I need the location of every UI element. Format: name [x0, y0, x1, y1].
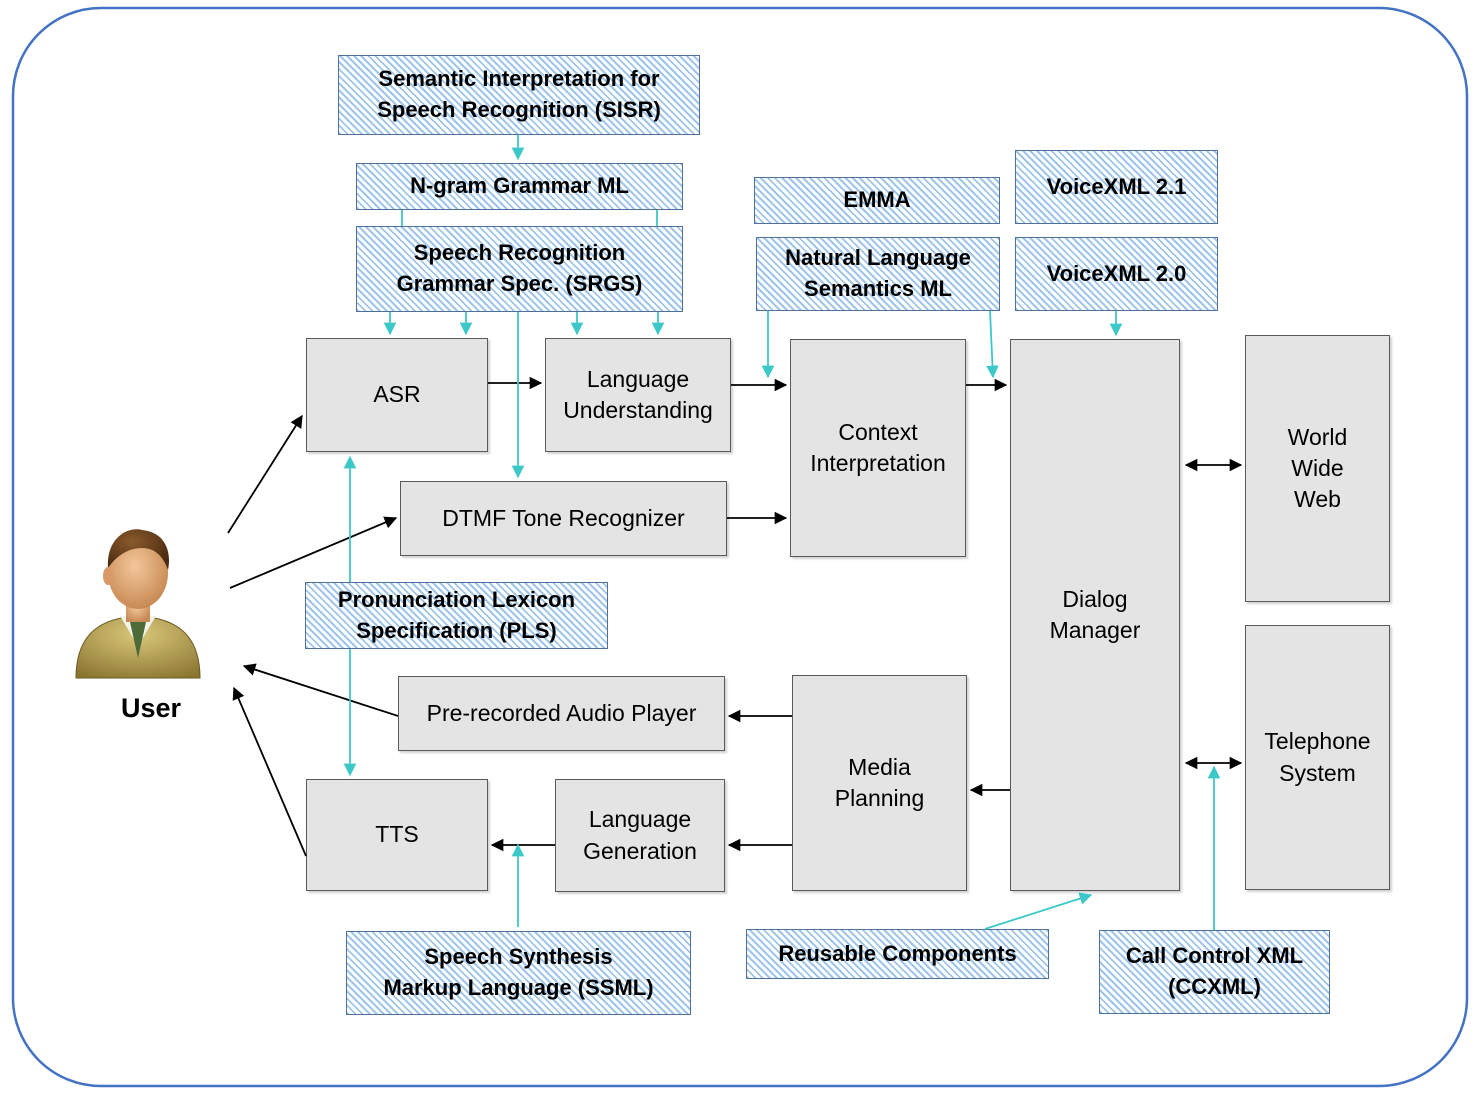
standard-nlsml-line1: Natural Language [785, 245, 971, 271]
component-www-line3: Web [1294, 486, 1341, 513]
standard-ccxml: Call Control XML (CCXML) [1099, 930, 1330, 1014]
standard-ngram: N-gram Grammar ML [356, 163, 683, 210]
standard-vxml21-label: VoiceXML 2.1 [1046, 173, 1187, 199]
arrow-reusable-to-dm [984, 892, 1093, 930]
component-dialog-manager-line1: Dialog [1062, 585, 1128, 612]
arrow-audio-to-user [242, 663, 399, 717]
component-dtmf: DTMF Tone Recognizer [400, 481, 727, 556]
standard-reusable: Reusable Components [746, 929, 1049, 979]
component-context-interpretation-line1: Context [838, 418, 918, 445]
component-tts: TTS [306, 779, 488, 891]
component-www-line2: Wide [1291, 454, 1344, 481]
standard-sisr: Semantic Interpretation for Speech Recog… [338, 55, 700, 135]
component-media-planning-line2: Planning [834, 785, 925, 811]
arrow-tts-to-user [232, 686, 307, 857]
component-asr-label: ASR [373, 381, 421, 408]
component-audio-player-label: Pre-recorded Audio Player [426, 699, 697, 726]
component-context-interpretation: Context Interpretation [790, 339, 966, 557]
component-dialog-manager-line2: Manager [1049, 617, 1141, 643]
standard-srgs-line1: Speech Recognition [413, 240, 626, 266]
component-media-planning: Media Planning [792, 675, 967, 891]
standard-srgs: Speech Recognition Grammar Spec. (SRGS) [356, 226, 683, 312]
component-dialog-manager: Dialog Manager [1010, 339, 1180, 891]
component-dtmf-label: DTMF Tone Recognizer [442, 504, 685, 531]
user-label: User [120, 693, 182, 723]
standard-ssml-line2: Markup Language (SSML) [383, 975, 654, 1000]
standard-vxml21: VoiceXML 2.1 [1015, 150, 1218, 224]
standard-nlsml-line2: Semantics ML [804, 276, 952, 301]
standard-emma-label: EMMA [843, 187, 911, 213]
standard-ngram-label: N-gram Grammar ML [410, 173, 629, 199]
component-language-understanding: Language Understanding [545, 338, 731, 452]
component-language-generation-line2: Generation [583, 837, 697, 864]
standard-vxml20-label: VoiceXML 2.0 [1046, 260, 1187, 286]
standard-reusable-label: Reusable Components [778, 940, 1017, 966]
arrow-nlsml-to-dm [986, 310, 999, 379]
standard-pls: Pronunciation Lexicon Specification (PLS… [305, 582, 608, 649]
component-context-interpretation-line2: Interpretation [810, 450, 946, 476]
standard-pls-line1: Pronunciation Lexicon [337, 586, 576, 612]
standard-nlsml: Natural Language Semantics ML [756, 237, 1000, 311]
component-language-generation: Language Generation [555, 779, 725, 892]
component-telephone-line2: System [1279, 759, 1356, 786]
standard-sisr-line1: Semantic Interpretation for [378, 66, 660, 92]
component-language-understanding-line2: Understanding [563, 397, 713, 423]
standard-pls-line2: Specification (PLS) [356, 617, 557, 643]
standard-ccxml-line1: Call Control XML [1125, 943, 1304, 969]
component-telephone-line1: Telephone [1264, 728, 1371, 755]
standard-sisr-line2: Speech Recognition (SISR) [377, 97, 661, 122]
standard-ssml: Speech Synthesis Markup Language (SSML) [346, 931, 691, 1015]
component-language-generation-line1: Language [588, 806, 692, 833]
component-world-wide-web: World Wide Web [1245, 335, 1390, 602]
standard-srgs-line2: Grammar Spec. (SRGS) [396, 271, 643, 296]
component-asr: ASR [306, 338, 488, 452]
standard-vxml20: VoiceXML 2.0 [1015, 237, 1218, 311]
component-language-understanding-line1: Language [586, 365, 690, 392]
arrow-user-to-asr [227, 414, 303, 534]
component-tts-label: TTS [375, 821, 419, 848]
component-www-line1: World [1287, 423, 1348, 450]
standard-ccxml-line2: (CCXML) [1168, 974, 1261, 999]
component-audio-player: Pre-recorded Audio Player [398, 676, 725, 751]
standard-ssml-line1: Speech Synthesis [424, 944, 613, 970]
component-telephone-system: Telephone System [1245, 625, 1390, 890]
user-icon [75, 529, 201, 679]
component-media-planning-line1: Media [848, 753, 911, 780]
standard-emma: EMMA [754, 177, 1000, 224]
arrow-user-to-dtmf [229, 516, 398, 589]
